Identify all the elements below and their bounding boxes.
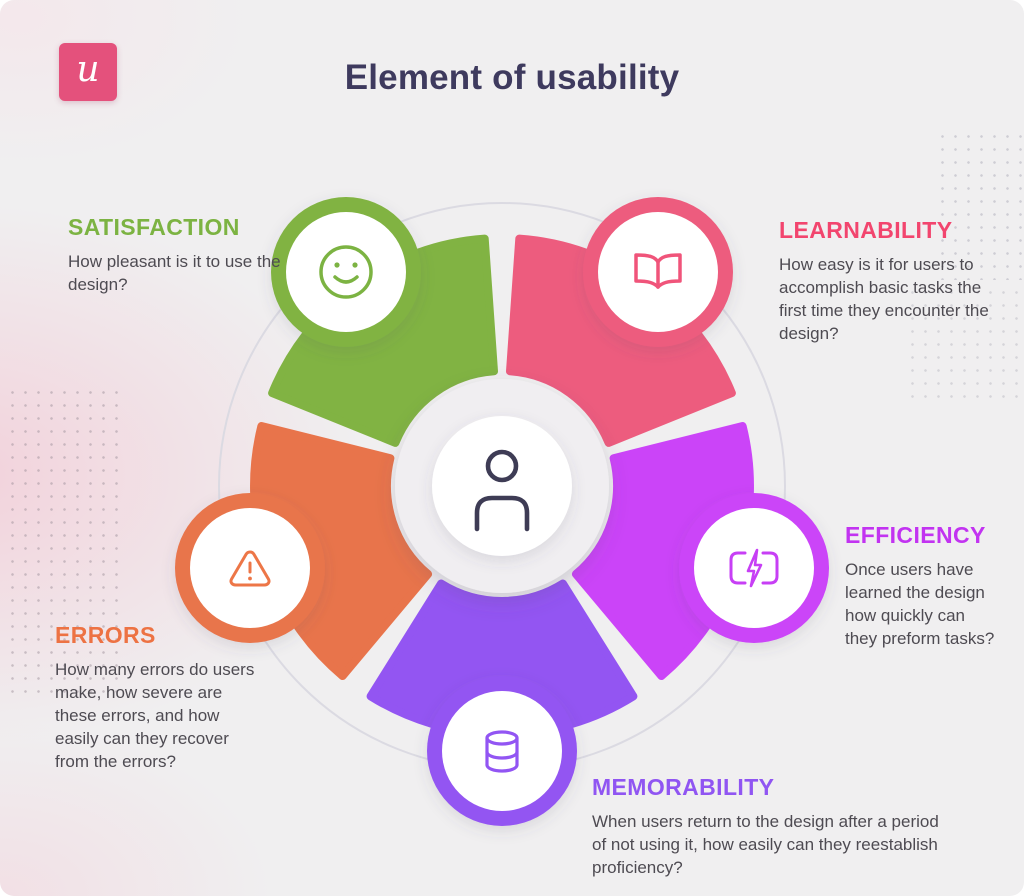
label-learnability: LEARNABILITY How easy is it for users to… — [779, 217, 1003, 345]
segment-learnability — [506, 234, 736, 447]
satisfaction-heading: SATISFACTION — [68, 214, 240, 240]
battery-charging-icon — [729, 548, 779, 588]
learnability-heading: LEARNABILITY — [779, 217, 953, 243]
badge-efficiency — [679, 493, 829, 643]
warning-triangle-icon — [229, 550, 271, 587]
center-circle — [432, 416, 572, 556]
badge-memorability — [427, 676, 577, 826]
open-book-icon — [634, 253, 682, 289]
smiley-face-icon — [319, 245, 373, 299]
label-efficiency: EFFICIENCY Once users have learned the d… — [845, 522, 1001, 650]
label-memorability: MEMORABILITY When users return to the de… — [592, 774, 940, 879]
dot-pattern-left — [6, 386, 122, 696]
badge-learnability — [583, 197, 733, 347]
person-icon — [474, 449, 530, 532]
brand-logo: u — [59, 43, 117, 101]
label-errors: ERRORS How many errors do users make, ho… — [55, 622, 263, 774]
badge-satisfaction — [271, 197, 421, 347]
segment-memorability — [366, 579, 638, 738]
satisfaction-description: How pleasant is it to use the design? — [68, 252, 281, 295]
page-title: Element of usability — [344, 58, 680, 97]
memorability-heading: MEMORABILITY — [592, 774, 775, 800]
badge-errors — [175, 493, 325, 643]
learnability-description: How easy is it for users to accomplish b… — [779, 255, 989, 344]
efficiency-description: Once users have learned the design how q… — [845, 560, 995, 649]
database-icon — [485, 730, 519, 773]
errors-description: How many errors do users make, how sever… — [55, 660, 255, 772]
brand-logo-letter: u — [76, 49, 100, 90]
errors-heading: ERRORS — [55, 622, 156, 648]
dot-pattern-top-right — [936, 130, 1024, 280]
label-satisfaction: SATISFACTION How pleasant is it to use t… — [68, 214, 288, 296]
segment-satisfaction — [268, 234, 498, 447]
memorability-description: When users return to the design after a … — [592, 812, 939, 878]
dot-pattern-right — [906, 286, 1024, 406]
efficiency-heading: EFFICIENCY — [845, 522, 986, 548]
